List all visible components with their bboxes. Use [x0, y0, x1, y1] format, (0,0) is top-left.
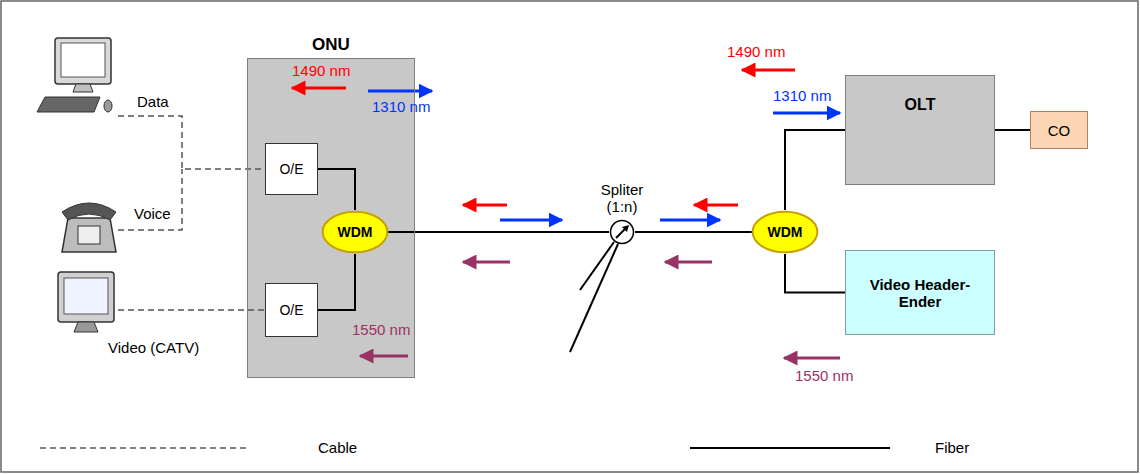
co-box: CO: [1030, 111, 1088, 149]
ellipse-outline: [752, 210, 818, 254]
node-label: WDM: [338, 224, 373, 240]
node-label: OLT: [905, 96, 936, 114]
splitter-arrowhead: [622, 225, 629, 232]
wdm-ellipse: WDM: [322, 210, 388, 254]
video-arrow: [665, 261, 712, 264]
tv-stand: [74, 322, 98, 332]
fiber-connector: [318, 169, 355, 210]
wavelength-label: 1550 nm: [795, 368, 853, 385]
downstream-arrow: [742, 69, 795, 72]
fiber-connector: [388, 231, 609, 233]
phone-base: [62, 218, 116, 252]
oe-converter: O/E: [265, 143, 318, 195]
wdm-ellipse: WDM: [752, 210, 818, 254]
tv-screen: [64, 278, 108, 314]
monitor-stand: [73, 84, 93, 92]
video-arrow: [463, 261, 510, 264]
node-label: O/E: [279, 302, 303, 318]
node-heading: Spliter (1:n): [592, 181, 652, 215]
tv-body: [58, 272, 114, 322]
oe-converter: O/E: [265, 283, 318, 337]
splitter-circle: [611, 221, 634, 244]
wavelength-label: 1550 nm: [352, 322, 410, 339]
wavelength-label: 1490 nm: [727, 44, 785, 61]
handset: [62, 203, 116, 220]
node-label: CO: [1048, 122, 1071, 139]
mouse: [104, 100, 112, 112]
upstream-arrow: [500, 219, 562, 222]
service-label: Data: [137, 94, 169, 111]
upstream-arrow: [773, 112, 840, 115]
phone-icon: [62, 203, 116, 252]
wavelength-arrows: [292, 70, 840, 358]
node-heading: ONU: [312, 35, 350, 55]
cables: [118, 116, 265, 310]
video-headend-box: Video Header-Ender: [845, 250, 995, 335]
olt-box: OLT: [845, 75, 995, 185]
node-label: O/E: [279, 161, 303, 177]
upstream-arrow: [660, 219, 720, 222]
ellipse: [753, 212, 818, 252]
splitter-symbol: [609, 219, 635, 245]
legend-text: Fiber: [935, 440, 969, 457]
upstream-arrow: [368, 90, 432, 93]
screen: [61, 43, 105, 77]
fiber-connector: [635, 231, 752, 233]
node-label: WDM: [768, 224, 803, 240]
fiber-connector: [785, 130, 845, 210]
node-label: Video Header-Ender: [864, 276, 976, 310]
wavelength-label: 1310 nm: [372, 99, 430, 116]
voice-cable: [118, 169, 182, 230]
downstream-arrow: [463, 204, 507, 207]
splitter: Spliter (1:n): [609, 219, 635, 245]
fiber-connector: [318, 254, 355, 310]
service-label: Voice: [134, 206, 171, 223]
splitter-branches: [570, 242, 618, 352]
tv-icon: [58, 272, 114, 332]
data-cable: [118, 116, 265, 169]
downstream-arrow: [292, 87, 346, 90]
onu-box: ONUO/EWDMO/E: [247, 58, 415, 378]
splitter-arrow: [616, 227, 627, 238]
onu-fill: [247, 58, 415, 378]
video-cable: [118, 309, 265, 311]
branch: [570, 244, 618, 352]
legend-cable-sample: [40, 447, 250, 449]
keypad: [78, 226, 100, 244]
wavelength-label: 1490 nm: [292, 63, 350, 80]
video-arrow: [360, 355, 408, 358]
ellipse: [323, 212, 388, 252]
keyboard: [37, 97, 100, 112]
fiber-connector: [995, 129, 1030, 131]
ellipse-outline: [322, 210, 388, 254]
downstream-arrow: [694, 204, 738, 207]
wavelength-label: 1310 nm: [773, 88, 831, 105]
video-arrow: [784, 357, 840, 360]
legend-fiber-sample: [690, 447, 890, 449]
legend-text: Cable: [318, 440, 357, 457]
computer-icon: [37, 38, 112, 112]
monitor: [55, 38, 111, 84]
service-label: Video (CATV): [108, 340, 199, 357]
fiber-connector: [785, 254, 845, 293]
